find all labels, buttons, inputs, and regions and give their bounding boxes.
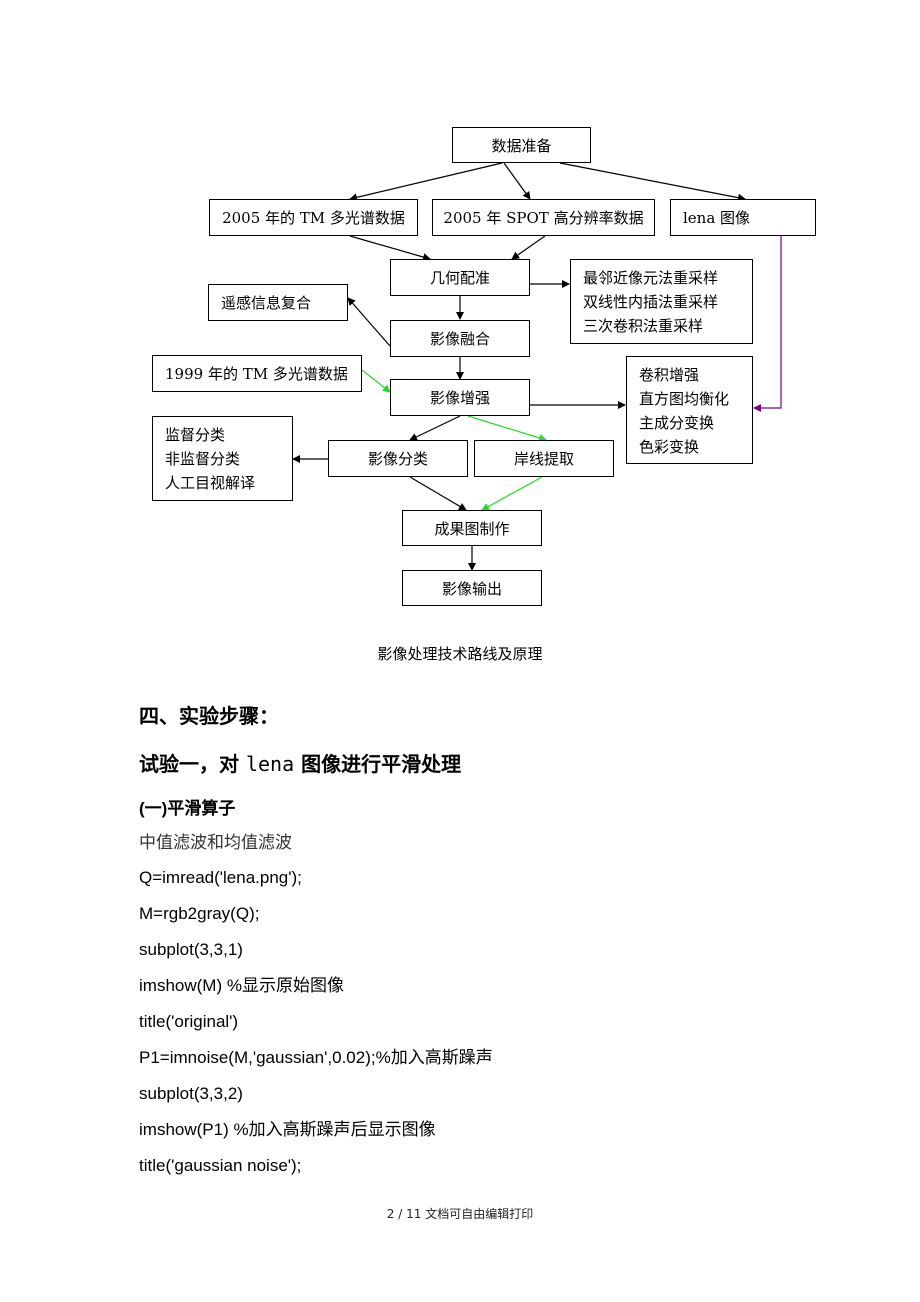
- resample-line: 双线性内插法重采样: [583, 293, 719, 311]
- arrow-prep-to-lena: [559, 162, 746, 202]
- node-tm2005: 2005 年的 TM 多光谱数据: [209, 199, 418, 236]
- node-spot2005: 2005 年 SPOT 高分辨率数据: [432, 199, 655, 236]
- code-line: subplot(3,3,2): [139, 1084, 243, 1103]
- code-line: imshow(P1) %加入高斯躁声后显示图像: [139, 1120, 436, 1139]
- node-remote-composite: 遥感信息复合: [208, 284, 348, 321]
- node-data-prep: 数据准备: [452, 127, 591, 163]
- node-shoreline: 岸线提取: [474, 440, 614, 477]
- classify-method-line: 非监督分类: [165, 450, 241, 468]
- code-block: Q=imread('lena.png'); M=rgb2gray(Q); sub…: [139, 866, 493, 1190]
- experiment-prefix: 试验一，对: [139, 752, 246, 776]
- arrow-classify-to-mapping: [409, 476, 467, 511]
- code-line: M=rgb2gray(Q);: [139, 904, 260, 923]
- code-line: title('original'): [139, 1012, 239, 1031]
- arrow-fusion-to-composite: [347, 297, 391, 347]
- section-heading: 四、实验步骤：: [139, 704, 279, 728]
- arrow-tm1999-to-enhance: [361, 369, 391, 393]
- resample-line: 三次卷积法重采样: [583, 317, 704, 335]
- node-tm1999: 1999 年的 TM 多光谱数据: [152, 355, 362, 392]
- arrow-spot2005-to-georeg: [511, 235, 546, 260]
- experiment-mono: lena: [245, 752, 295, 776]
- classify-method-line: 监督分类: [165, 426, 226, 444]
- node-image-output: 影像输出: [402, 570, 542, 606]
- enhance-method-line: 直方图均衡化: [639, 390, 730, 408]
- figure-caption: 影像处理技术路线及原理: [377, 645, 543, 663]
- node-resample-methods: 最邻近像元法重采样 双线性内插法重采样 三次卷积法重采样: [570, 259, 753, 344]
- enhance-method-line: 色彩变换: [639, 438, 700, 456]
- flowchart-arrows: [292, 162, 782, 571]
- arrow-enhance-to-classify: [409, 415, 461, 441]
- node-image-fusion: 影像融合: [390, 320, 530, 357]
- experiment-suffix: 图像进行平滑处理: [294, 752, 462, 776]
- code-line: imshow(M) %显示原始图像: [139, 976, 344, 995]
- arrow-shoreline-to-mapping: [481, 476, 543, 511]
- arrow-prep-to-spot2005: [503, 162, 531, 200]
- code-line: P1=imnoise(M,'gaussian',0.02);%加入高斯躁声: [139, 1048, 493, 1067]
- node-enhance-methods: 卷积增强 直方图均衡化 主成分变换 色彩变换: [626, 356, 753, 464]
- classify-method-line: 人工目视解译: [165, 474, 256, 492]
- subheading: (一)平滑算子: [139, 799, 236, 818]
- intro-text: 中值滤波和均值滤波: [139, 833, 292, 853]
- experiment-heading: 试验一，对 lena 图像进行平滑处理: [139, 748, 461, 777]
- resample-line: 最邻近像元法重采样: [583, 269, 719, 287]
- code-line: title('gaussian noise');: [139, 1156, 302, 1175]
- arrow-prep-to-tm2005: [349, 162, 503, 202]
- node-image-classify: 影像分类: [328, 440, 468, 477]
- node-lena: lena 图像: [670, 199, 816, 236]
- arrow-tm2005-to-georeg: [349, 235, 431, 261]
- code-line: subplot(3,3,1): [139, 940, 243, 959]
- enhance-method-line: 卷积增强: [639, 366, 700, 384]
- enhance-method-line: 主成分变换: [639, 414, 715, 432]
- node-classify-methods: 监督分类 非监督分类 人工目视解译: [152, 416, 293, 501]
- arrow-lena-to-enhance-methods: [753, 236, 782, 412]
- code-line: Q=imread('lena.png');: [139, 868, 302, 887]
- page-footer: 2 / 11 文档可自由编辑打印: [386, 1207, 534, 1221]
- node-image-enhance: 影像增强: [390, 379, 530, 416]
- node-mapping: 成果图制作: [402, 510, 542, 546]
- node-geo-registration: 几何配准: [390, 259, 530, 296]
- arrow-enhance-to-shoreline: [467, 415, 547, 442]
